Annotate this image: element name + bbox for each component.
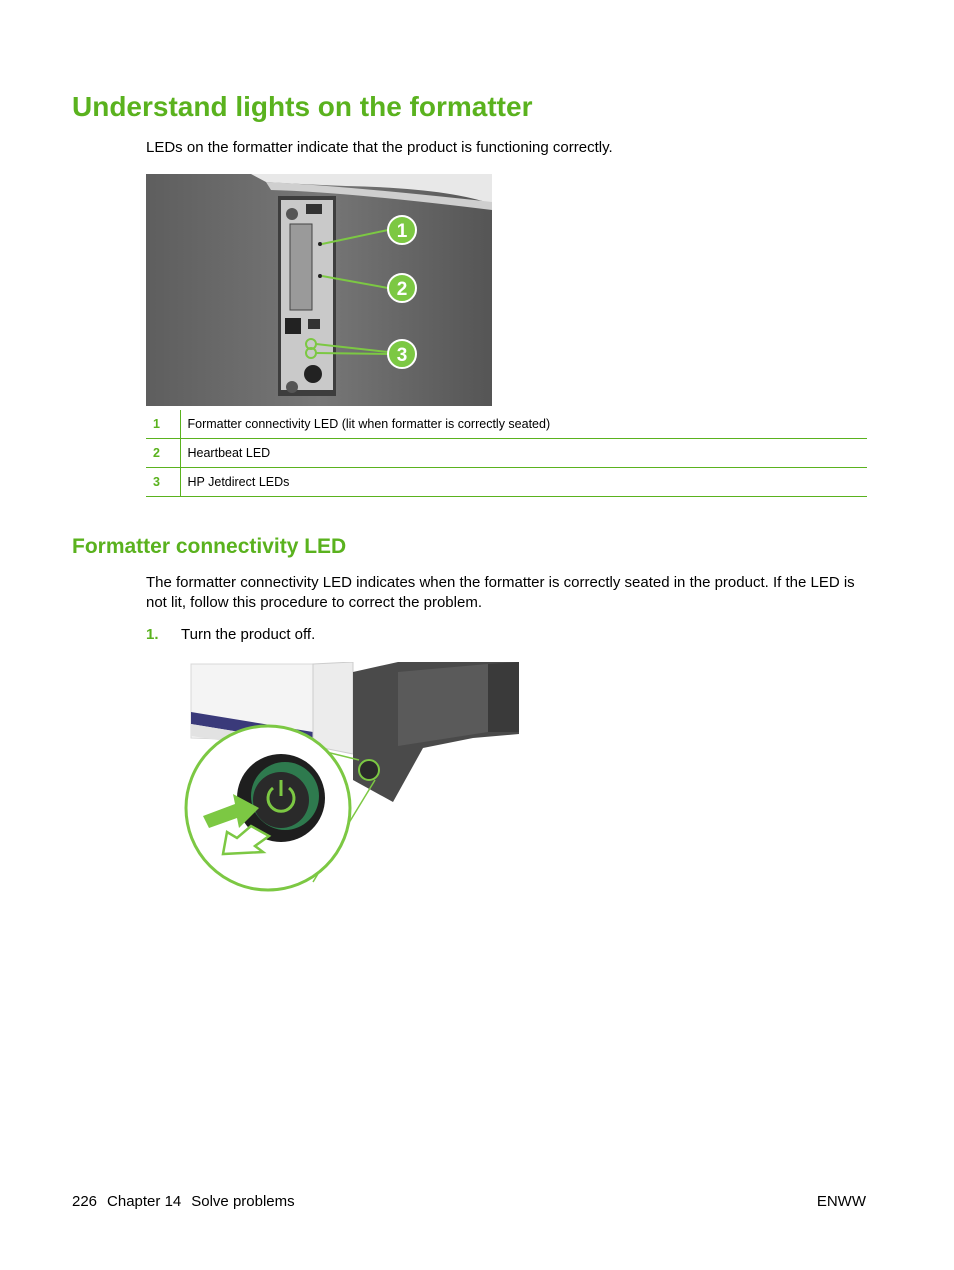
formatter-figure: 1 2 3 bbox=[146, 174, 492, 406]
callout-description: HP Jetdirect LEDs bbox=[180, 467, 867, 497]
footer-left: 226 Chapter 14 Solve problems bbox=[72, 1193, 305, 1210]
callout-table: 1 Formatter connectivity LED (lit when f… bbox=[146, 410, 867, 497]
power-button-figure bbox=[184, 662, 519, 892]
page-heading: Understand lights on the formatter bbox=[72, 91, 533, 122]
table-row: 2 Heartbeat LED bbox=[146, 438, 867, 468]
callout-description: Formatter connectivity LED (lit when for… bbox=[180, 410, 867, 439]
table-row: 1 Formatter connectivity LED (lit when f… bbox=[146, 410, 867, 439]
table-row: 3 HP Jetdirect LEDs bbox=[146, 467, 867, 497]
callout-number: 1 bbox=[146, 410, 181, 439]
intro-paragraph: LEDs on the formatter indicate that the … bbox=[146, 139, 613, 156]
section-paragraph: The formatter connectivity LED indicates… bbox=[146, 574, 855, 611]
callout-marker-3: 3 bbox=[387, 339, 417, 369]
callout-marker-2: 2 bbox=[387, 273, 417, 303]
page-number: 226 bbox=[72, 1193, 98, 1210]
footer-right: ENWW bbox=[816, 1193, 866, 1210]
callout-number: 3 bbox=[146, 467, 181, 497]
step-item: 1. Turn the product off. bbox=[146, 626, 315, 643]
step-number: 1. bbox=[146, 626, 159, 643]
callout-marker-label: 2 bbox=[397, 279, 408, 300]
footer-chapter-title: Solve problems bbox=[191, 1193, 295, 1210]
callout-marker-label: 1 bbox=[397, 221, 408, 242]
callout-number: 2 bbox=[146, 438, 181, 468]
section-heading: Formatter connectivity LED bbox=[72, 535, 347, 558]
footer-chapter: Chapter 14 bbox=[107, 1193, 182, 1210]
callout-marker-1: 1 bbox=[387, 215, 417, 245]
step-text: Turn the product off. bbox=[181, 626, 316, 643]
callout-marker-label: 3 bbox=[397, 345, 408, 366]
callout-description: Heartbeat LED bbox=[180, 438, 867, 468]
